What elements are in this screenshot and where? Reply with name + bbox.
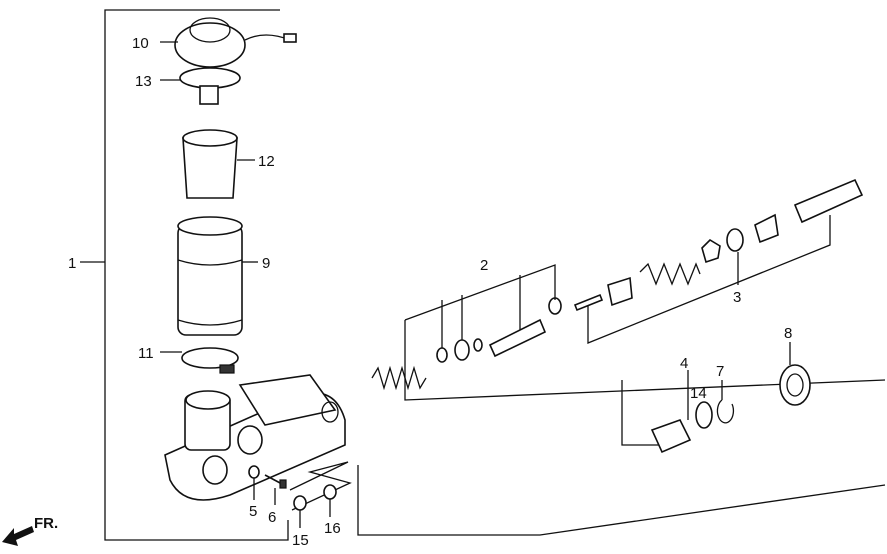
bracket-4: [621, 380, 665, 446]
reservoir-cap: [174, 17, 297, 68]
callout-11: 11: [138, 345, 154, 362]
primary-spring: [639, 262, 701, 286]
bolt: [264, 474, 283, 485]
front-direction-arrow: FR.: [2, 515, 58, 546]
cup-3: [726, 228, 744, 252]
callout-12: 12: [258, 153, 275, 170]
primary-piston: [754, 213, 779, 244]
cup-2b: [454, 339, 470, 361]
seal-16: [323, 484, 337, 500]
band-clamp: [181, 347, 239, 374]
assembly-line: [357, 465, 886, 536]
washer-2a: [436, 347, 448, 363]
secondary-spring: [371, 365, 427, 391]
seal-15: [293, 495, 307, 511]
callout-4: 4: [680, 355, 688, 372]
callout-9: 9: [262, 255, 270, 272]
pushrod: [793, 178, 864, 224]
circlip: [716, 399, 735, 424]
screw: [573, 293, 604, 312]
callout-1: 1: [68, 255, 76, 272]
callout-2: 2: [480, 257, 488, 274]
strainer: [182, 129, 238, 199]
callout-5: 5: [249, 503, 257, 520]
assembly-bracket-1: [104, 9, 289, 541]
callout-3: 3: [733, 289, 741, 306]
spring-retainer: [607, 276, 633, 307]
master-cylinder-body: [164, 374, 346, 501]
washer: [248, 465, 260, 479]
callout-10: 10: [132, 35, 149, 52]
secondary-piston: [488, 318, 547, 358]
callout-13: 13: [135, 73, 152, 90]
bracket-3: [587, 215, 831, 344]
seal-8: [779, 364, 811, 406]
boot: [650, 419, 692, 454]
ring-14: [695, 401, 713, 429]
callout-6: 6: [268, 509, 276, 526]
ring-2c: [473, 338, 483, 352]
callout-8: 8: [784, 325, 792, 342]
callout-7: 7: [716, 363, 724, 380]
callout-16: 16: [324, 520, 341, 537]
bracket-2: [404, 264, 556, 321]
reservoir: [177, 216, 243, 336]
seal-2d: [548, 297, 562, 315]
callout-15: 15: [292, 532, 309, 549]
callout-14: 14: [690, 385, 707, 402]
group-bracket: [404, 320, 886, 401]
direction-label: FR.: [34, 515, 58, 532]
stopper: [701, 238, 721, 264]
diaphragm: [179, 67, 241, 105]
